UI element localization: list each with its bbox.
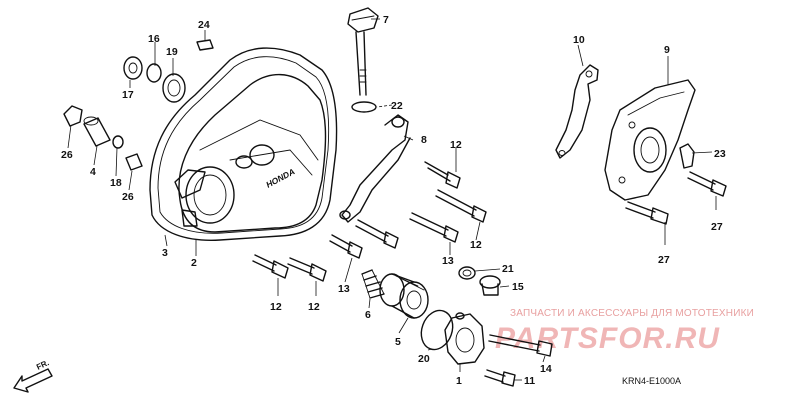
callout-2: 2 [191,257,197,269]
bolt-27-upper [687,171,727,197]
dowel-26-lower [125,153,143,171]
nut-26-upper [63,105,83,127]
callout-18: 18 [110,177,122,189]
sprocket-cover [604,79,696,201]
clutch-lever-bracket [339,114,411,223]
plug-15 [479,275,501,296]
callout-13-a: 13 [338,283,350,295]
callout-24: 24 [198,19,210,31]
callout-27-right: 27 [711,221,723,233]
callout-6: 6 [365,309,371,321]
callout-26-center: 26 [122,191,134,203]
callout-23: 23 [714,148,726,160]
callout-21: 21 [502,263,514,275]
washer-18 [112,135,124,149]
clip-23 [679,143,695,169]
oil-filter-element [379,273,429,319]
washer-16 [146,63,162,83]
o-ring-22 [351,101,377,113]
collar-4 [83,116,111,147]
callout-22: 22 [391,100,403,112]
watermark: ЗАПЧАСТИ И АКСЕССУАРЫ ДЛЯ МОТОТЕХНИКИ PA… [495,308,754,355]
callout-19: 19 [166,46,178,58]
bearing-19 [162,73,186,103]
callout-14: 14 [540,363,552,375]
callout-5: 5 [395,336,401,348]
callout-27-lower: 27 [658,254,670,266]
callout-26-left: 26 [61,149,73,161]
left-crankcase-cover: HONDA [174,73,327,233]
callout-16: 16 [148,33,160,45]
callout-3: 3 [162,247,168,259]
leader-lines [67,18,717,381]
o-ring-20 [420,309,454,351]
watermark-logo: PARTSFOR.RU [495,322,720,355]
callout-17: 17 [122,89,134,101]
callout-15: 15 [512,281,524,293]
callout-12-d: 12 [470,239,482,251]
callout-12-b: 12 [308,301,320,313]
washer-21 [458,266,476,280]
oil-filter-cover [444,312,485,365]
diagram-code: KRN4-E1000A [622,376,681,386]
callout-1: 1 [456,375,462,387]
oil-filler-cap [347,7,379,96]
cable-guide-plate [555,64,599,159]
cover-gasket [149,47,338,241]
seal-17 [123,56,143,80]
oil-filter-spring [361,269,385,299]
callout-4: 4 [90,166,96,178]
flange-bolts [252,161,487,282]
callout-7: 7 [383,14,389,26]
watermark-tagline: ЗАПЧАСТИ И АКСЕССУАРЫ ДЛЯ МОТОТЕХНИКИ [510,308,754,319]
callout-12-c: 12 [450,139,462,151]
callout-8: 8 [421,134,427,146]
dowel-pin-24 [196,39,214,51]
callout-12-a: 12 [270,301,282,313]
arrow-left-icon [13,368,53,393]
callout-11: 11 [524,375,535,387]
callout-9: 9 [664,44,670,56]
bolt-27-lower [625,201,669,225]
cover-brand-logo: HONDA [264,166,296,189]
callout-20: 20 [418,353,430,365]
front-direction-indicator: FR. [13,358,53,393]
bolt-11 [484,369,516,387]
long-bolt-14 [488,334,553,357]
callout-13-b: 13 [442,255,454,267]
callout-numbers: 24 16 19 17 7 22 10 9 8 23 27 27 26 4 18… [61,14,726,387]
callout-10: 10 [573,34,585,46]
